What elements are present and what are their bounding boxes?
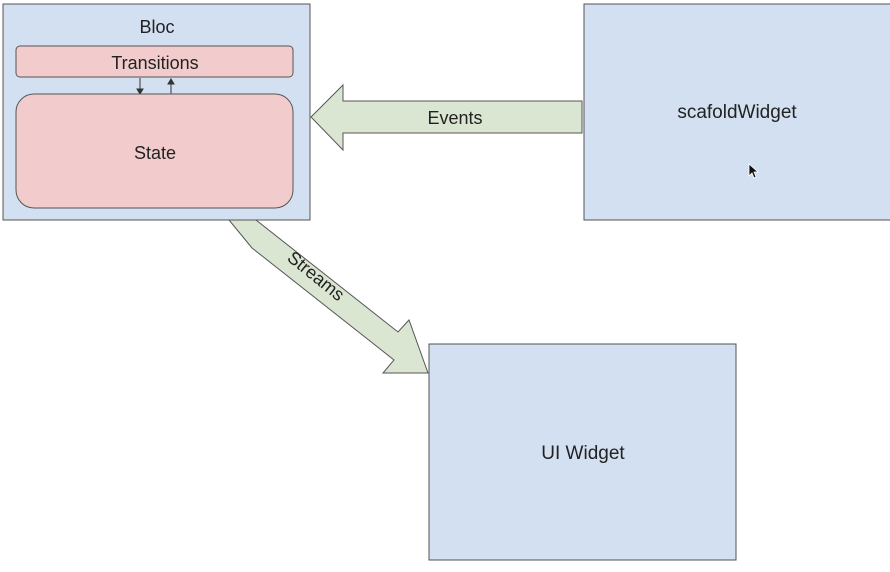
state-box[interactable] xyxy=(15,93,294,209)
scaffold-widget-box[interactable] xyxy=(583,3,890,221)
mouse-pointer-icon xyxy=(748,163,760,179)
events-arrow xyxy=(310,83,583,152)
streams-arrow xyxy=(227,219,429,374)
ui-widget-label: UI Widget xyxy=(541,443,625,464)
state-label: State xyxy=(134,143,176,163)
bloc-title: Bloc xyxy=(139,17,174,37)
transitions-label: Transitions xyxy=(111,53,198,73)
scaffold-widget-label: scafoldWidget xyxy=(677,102,797,123)
transitions-box[interactable] xyxy=(15,45,294,78)
events-arrow-label: Events xyxy=(427,108,482,128)
transition-state-arrows xyxy=(136,78,175,95)
ui-widget-box[interactable] xyxy=(428,343,737,561)
